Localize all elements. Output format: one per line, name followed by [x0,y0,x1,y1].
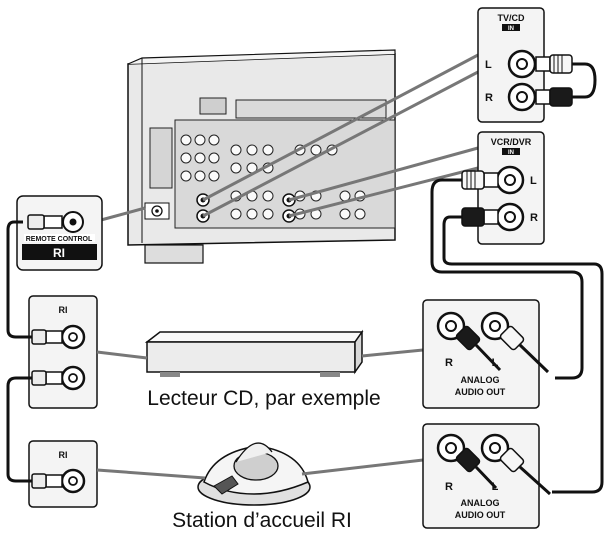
ri-cables-left [6,220,32,483]
analog1-label-line2: AUDIO OUT [455,387,506,397]
tvcd-label: TV/CD [498,13,526,23]
receiver-ri-jack [144,202,170,220]
ri-panel-upper: RI [28,295,98,409]
tvcd-white-plug [535,54,573,74]
analog-audio-out-panel-1: R L ANALOG AUDIO OUT [422,299,540,409]
analog-audio-out-panel-2: R L ANALOG AUDIO OUT [422,423,540,529]
tvcd-black-plug [535,87,573,107]
av-receiver [127,49,396,264]
tvcd-cable-loop [572,62,597,99]
remote-control-panel: REMOTE CONTROL RI [16,195,103,271]
ri-lower-label: RI [59,450,68,460]
analog2-right-label: R [445,481,453,493]
tvcd-pointer-lines [202,53,479,218]
remote-control-label: REMOTE CONTROL [26,236,93,243]
analog1-label-line1: ANALOG [461,375,500,385]
vcrdvr-label: VCR/DVR [491,137,532,147]
tvcd-panel: TV/CD IN L R [477,7,545,123]
ri-logo: RI [53,246,65,260]
vcrdvr-panel: VCR/DVR IN L R [477,131,545,245]
ri-dock [197,442,311,506]
analog1-plugs [455,325,550,374]
ri-panel-lower: RI [28,440,98,508]
dock-caption: Station d’accueil RI [172,509,352,532]
cd-pointer-lines [96,348,424,360]
tvcd-right-label: R [485,92,493,104]
ri-panel-lower-plug [31,473,63,489]
analog2-label-line1: ANALOG [461,498,500,508]
cd-player [144,329,364,377]
analog1-right-label: R [445,357,453,369]
cd-player-caption: Lecteur CD, par exemple [147,387,380,410]
vcrdvr-white-plug [461,170,499,190]
analog2-label-line2: AUDIO OUT [455,510,506,520]
receiver-jack-array [180,134,366,220]
dock-pointer-lines [96,458,424,480]
ri-panel-upper-plugs [31,329,63,386]
analog2-plugs [455,447,552,496]
vcrdvr-pointer-lines [288,146,479,218]
tvcd-in-badge: IN [508,26,514,32]
audio-cables-right [430,178,604,494]
ri-pointer-line [100,206,146,222]
vcrdvr-in-badge: IN [508,150,514,156]
vcrdvr-right-label: R [530,212,538,224]
vcrdvr-left-label: L [530,175,537,187]
tvcd-left-label: L [485,59,492,71]
ri-upper-label: RI [59,305,68,315]
remote-panel-plug [27,214,63,230]
vcrdvr-black-plug [461,207,499,227]
